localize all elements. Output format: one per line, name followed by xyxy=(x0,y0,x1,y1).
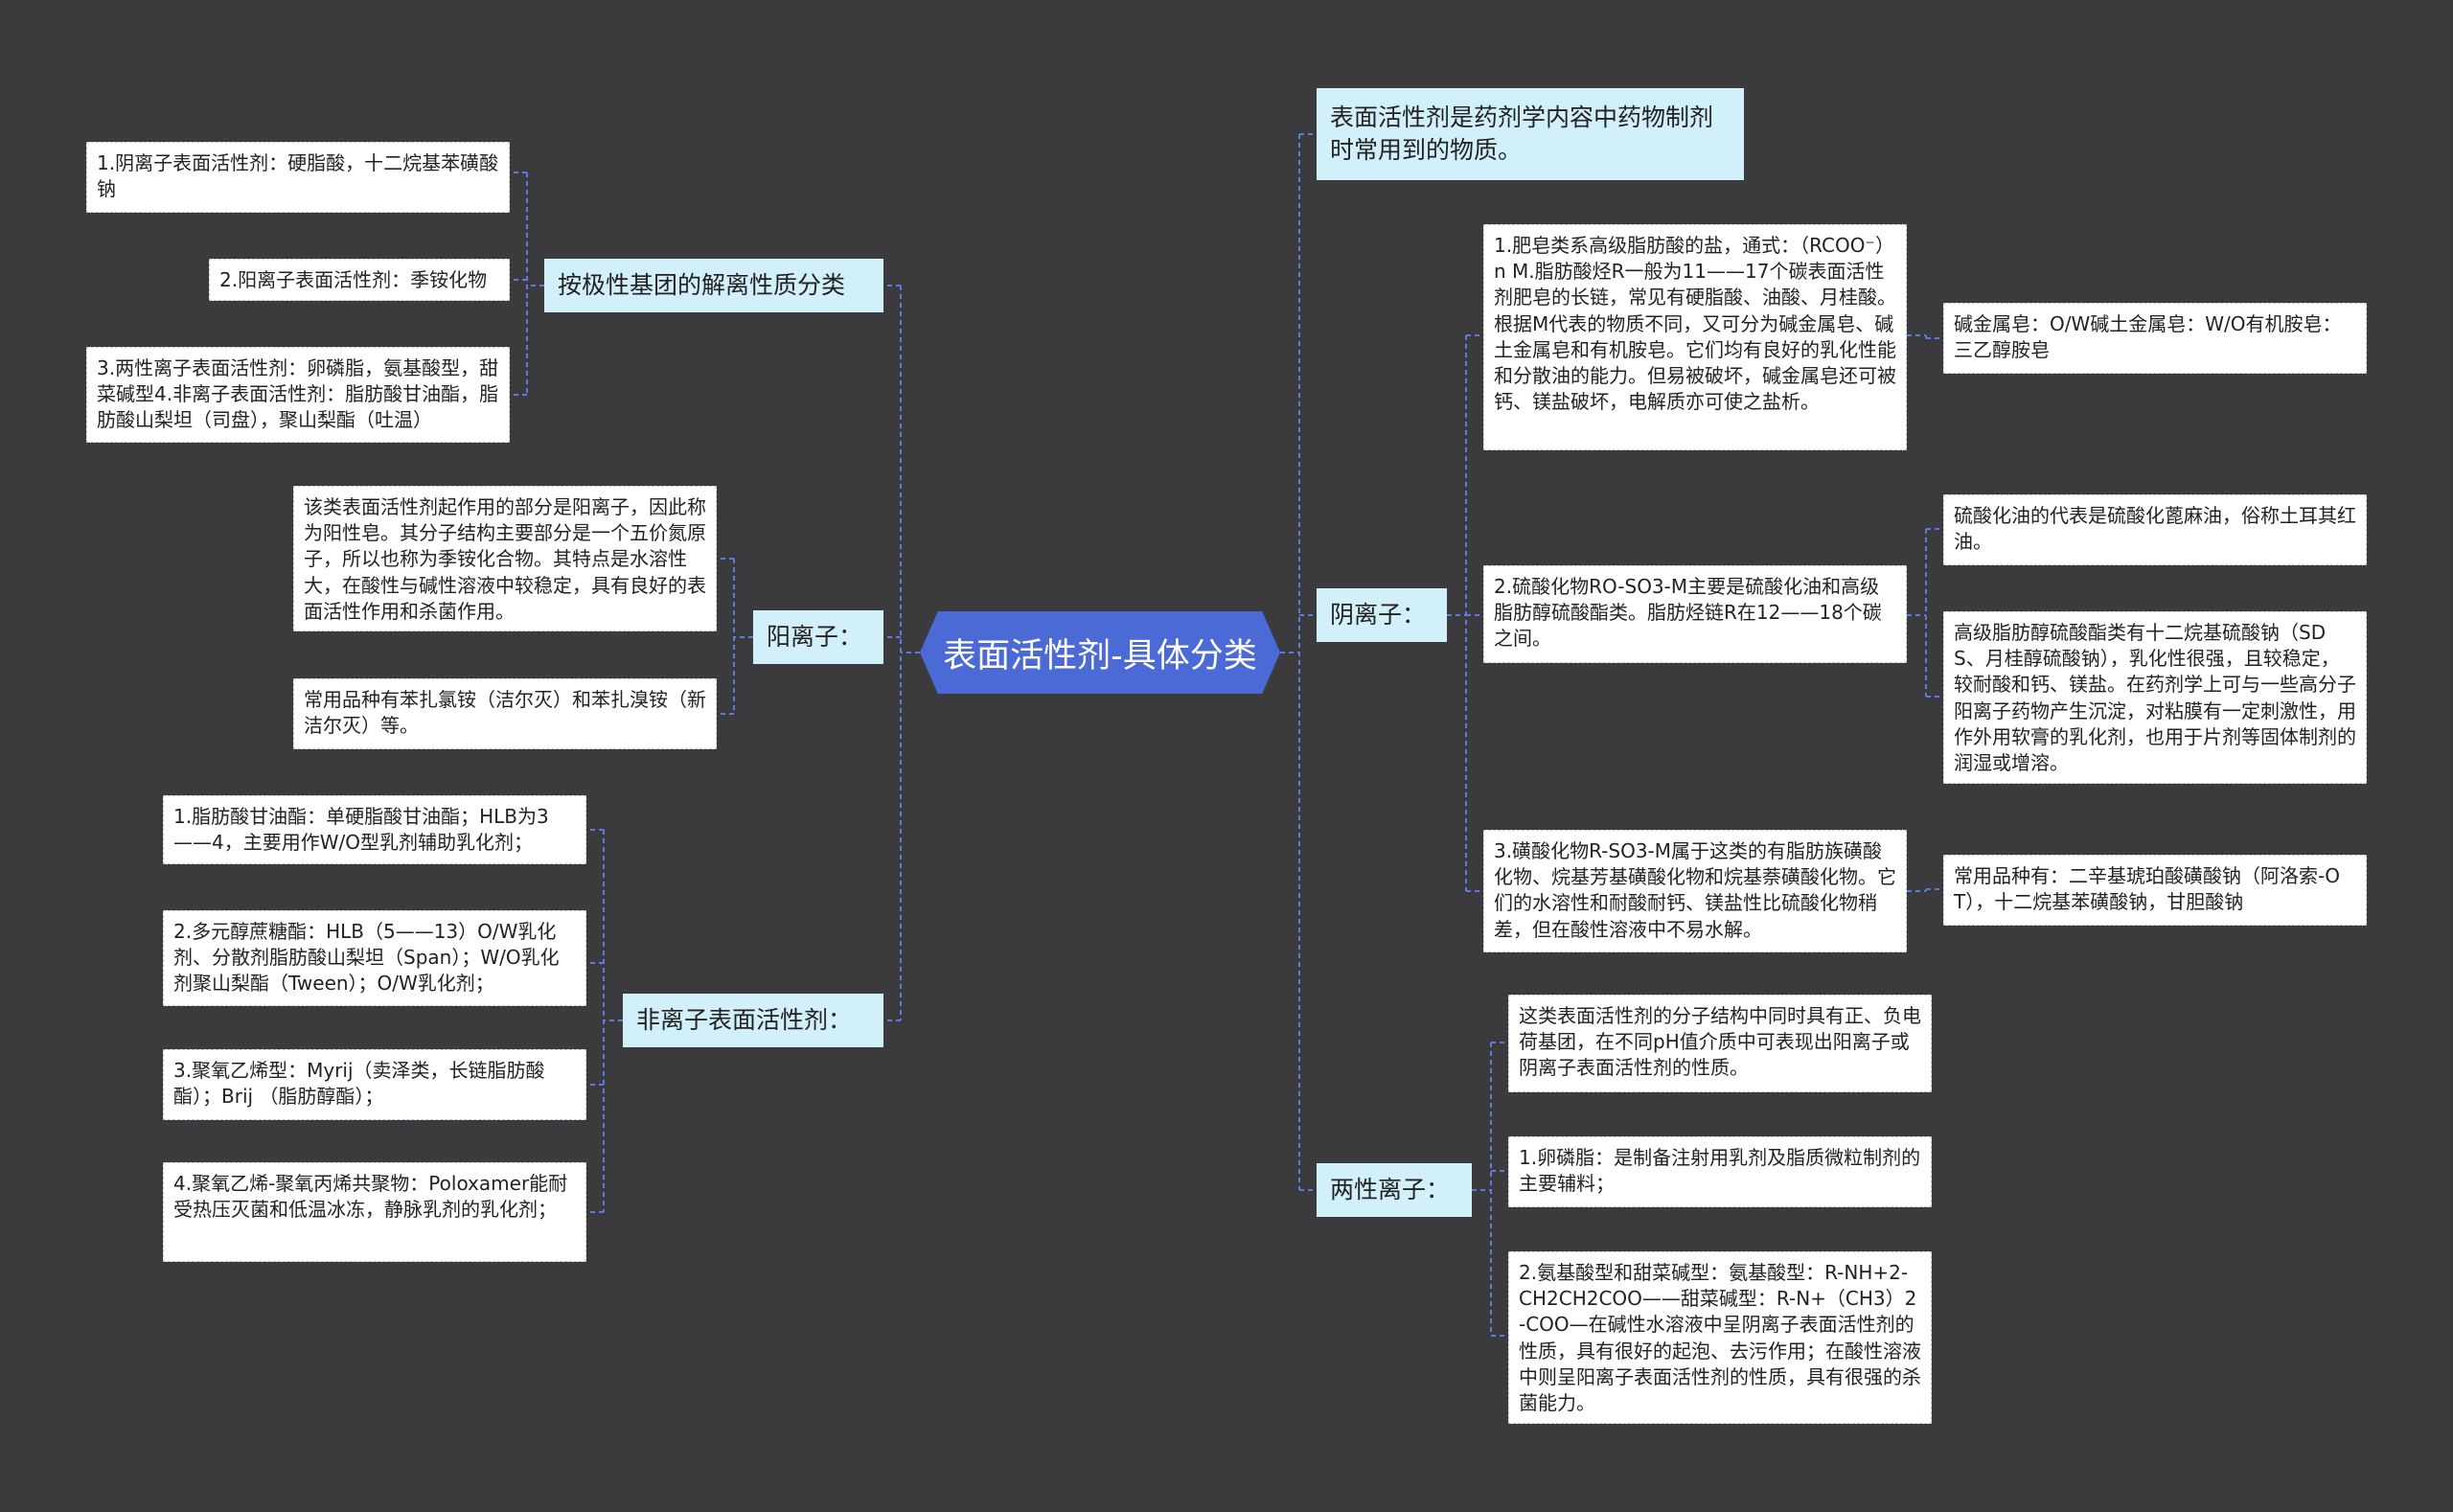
leaf-cation-description[interactable]: 该类表面活性剂起作用的部分是阳离子，因此称为阳性皂。其分子结构主要部分是一个五价… xyxy=(293,486,717,631)
leaf-nonionic-4[interactable]: 4.聚氧乙烯-聚氧丙烯共聚物：Poloxamer能耐受热压灭菌和低温冰冻，静脉乳… xyxy=(163,1162,586,1262)
branch-label: 表面活性剂是药剂学内容中药物制剂时常用到的物质。 xyxy=(1330,103,1714,164)
leaf-text: 3.磺酸化物R-SO3-M属于这类的有脂肪族磺酸化物、烷基芳基磺酸化物和烷基萘磺… xyxy=(1494,839,1896,941)
root-label: 表面活性剂-具体分类 xyxy=(943,636,1257,676)
leaf-anionic-examples[interactable]: 1.阴离子表面活性剂：硬脂酸，十二烷基苯磺酸钠 xyxy=(86,142,510,213)
leaf-text: 1.脂肪酸甘油酯：单硬脂酸甘油酯；HLB为3——4，主要用作W/O型乳剂辅助乳化… xyxy=(173,805,549,855)
branch-label: 阳离子： xyxy=(767,623,863,652)
leaf-anion-sulfates[interactable]: 2.硫酸化物RO-SO3-M主要是硫酸化油和高级脂肪醇硫酸酯类。脂肪烃链R在12… xyxy=(1483,565,1907,663)
leaf-anion-soaps[interactable]: 1.肥皂类系高级脂肪酸的盐，通式：（RCOO⁻）n M.脂肪酸烃R一般为11——… xyxy=(1483,224,1907,450)
leaf-text: 常用品种有苯扎氯铵（洁尔灭）和苯扎溴铵（新洁尔灭）等。 xyxy=(304,688,706,738)
branch-nonionic[interactable]: 非离子表面活性剂： xyxy=(623,994,883,1047)
leaf-amphoteric-nonionic-examples[interactable]: 3.两性离子表面活性剂：卵磷脂，氨基酸型，甜菜碱型4.非离子表面活性剂：脂肪酸甘… xyxy=(86,347,510,443)
leaf-text: 常用品种有：二辛基琥珀酸磺酸钠（阿洛索-OT），十二烷基苯磺酸钠，甘胆酸钠 xyxy=(1954,864,2340,914)
leaf-sulfated-oil[interactable]: 硫酸化油的代表是硫酸化蓖麻油，俗称土耳其红油。 xyxy=(1943,494,2367,565)
leaf-text: 硫酸化油的代表是硫酸化蓖麻油，俗称土耳其红油。 xyxy=(1954,504,2356,554)
leaf-text: 3.两性离子表面活性剂：卵磷脂，氨基酸型，甜菜碱型4.非离子表面活性剂：脂肪酸甘… xyxy=(97,356,499,432)
leaf-text: 1.肥皂类系高级脂肪酸的盐，通式：（RCOO⁻）n M.脂肪酸烃R一般为11——… xyxy=(1494,234,1896,414)
leaf-text: 2.阳离子表面活性剂：季铵化物 xyxy=(219,268,488,291)
branch-anion[interactable]: 阴离子： xyxy=(1317,588,1447,642)
leaf-text: 3.聚氧乙烯型：Myrij（卖泽类，长链脂肪酸酯）；Brij （脂肪醇酯）； xyxy=(173,1059,545,1109)
branch-label: 按极性基团的解离性质分类 xyxy=(558,271,846,300)
leaf-amino-acid-betaine[interactable]: 2.氨基酸型和甜菜碱型：氨基酸型：R-NH+2-CH2CH2COO——甜菜碱型：… xyxy=(1508,1251,1932,1424)
leaf-nonionic-1[interactable]: 1.脂肪酸甘油酯：单硬脂酸甘油酯；HLB为3——4，主要用作W/O型乳剂辅助乳化… xyxy=(163,795,586,864)
leaf-nonionic-3[interactable]: 3.聚氧乙烯型：Myrij（卖泽类，长链脂肪酸酯）；Brij （脂肪醇酯）； xyxy=(163,1049,586,1120)
leaf-fatty-alcohol-sulfates[interactable]: 高级脂肪醇硫酸酯类有十二烷基硫酸钠（SDS、月桂醇硫酸钠），乳化性很强，且较稳定… xyxy=(1943,611,2367,784)
root-topic[interactable]: 表面活性剂-具体分类 xyxy=(920,611,1280,694)
leaf-text: 这类表面活性剂的分子结构中同时具有正、负电荷基团，在不同pH值介质中可表现出阳离… xyxy=(1519,1004,1921,1080)
leaf-amphoteric-description[interactable]: 这类表面活性剂的分子结构中同时具有正、负电荷基团，在不同pH值介质中可表现出阳离… xyxy=(1508,995,1932,1092)
branch-amphoteric[interactable]: 两性离子： xyxy=(1317,1163,1472,1217)
branch-label: 两性离子： xyxy=(1330,1176,1451,1204)
branch-cation[interactable]: 阳离子： xyxy=(753,610,883,664)
branch-label: 阴离子： xyxy=(1330,601,1427,630)
leaf-text: 1.阴离子表面活性剂：硬脂酸，十二烷基苯磺酸钠 xyxy=(97,151,499,201)
leaf-anion-sulfonates[interactable]: 3.磺酸化物R-SO3-M属于这类的有脂肪族磺酸化物、烷基芳基磺酸化物和烷基萘磺… xyxy=(1483,830,1907,952)
leaf-text: 该类表面活性剂起作用的部分是阳离子，因此称为阳性皂。其分子结构主要部分是一个五价… xyxy=(304,495,706,623)
leaf-text: 2.氨基酸型和甜菜碱型：氨基酸型：R-NH+2-CH2CH2COO——甜菜碱型：… xyxy=(1519,1261,1921,1414)
leaf-nonionic-2[interactable]: 2.多元醇蔗糖酯：HLB（5——13）O/W乳化剂、分散剂脂肪酸山梨坦（Span… xyxy=(163,910,586,1006)
branch-ionic-classification[interactable]: 按极性基团的解离性质分类 xyxy=(544,259,883,312)
leaf-sulfonate-varieties[interactable]: 常用品种有：二辛基琥珀酸磺酸钠（阿洛索-OT），十二烷基苯磺酸钠，甘胆酸钠 xyxy=(1943,855,2367,926)
leaf-soap-types[interactable]: 碱金属皂：O/W碱土金属皂：W/O有机胺皂：三乙醇胺皂 xyxy=(1943,303,2367,374)
leaf-cation-varieties[interactable]: 常用品种有苯扎氯铵（洁尔灭）和苯扎溴铵（新洁尔灭）等。 xyxy=(293,678,717,749)
branch-intro[interactable]: 表面活性剂是药剂学内容中药物制剂时常用到的物质。 xyxy=(1317,88,1744,180)
leaf-lecithin[interactable]: 1.卵磷脂：是制备注射用乳剂及脂质微粒制剂的主要辅料； xyxy=(1508,1136,1932,1207)
leaf-text: 4.聚氧乙烯-聚氧丙烯共聚物：Poloxamer能耐受热压灭菌和低温冰冻，静脉乳… xyxy=(173,1172,568,1222)
leaf-text: 高级脂肪醇硫酸酯类有十二烷基硫酸钠（SDS、月桂醇硫酸钠），乳化性很强，且较稳定… xyxy=(1954,621,2356,774)
leaf-text: 2.多元醇蔗糖酯：HLB（5——13）O/W乳化剂、分散剂脂肪酸山梨坦（Span… xyxy=(173,920,560,996)
leaf-text: 2.硫酸化物RO-SO3-M主要是硫酸化油和高级脂肪醇硫酸酯类。脂肪烃链R在12… xyxy=(1494,575,1882,651)
leaf-cationic-examples[interactable]: 2.阳离子表面活性剂：季铵化物 xyxy=(209,259,510,301)
leaf-text: 碱金属皂：O/W碱土金属皂：W/O有机胺皂：三乙醇胺皂 xyxy=(1954,312,2342,362)
leaf-text: 1.卵磷脂：是制备注射用乳剂及脂质微粒制剂的主要辅料； xyxy=(1519,1146,1921,1196)
branch-label: 非离子表面活性剂： xyxy=(636,1006,853,1035)
